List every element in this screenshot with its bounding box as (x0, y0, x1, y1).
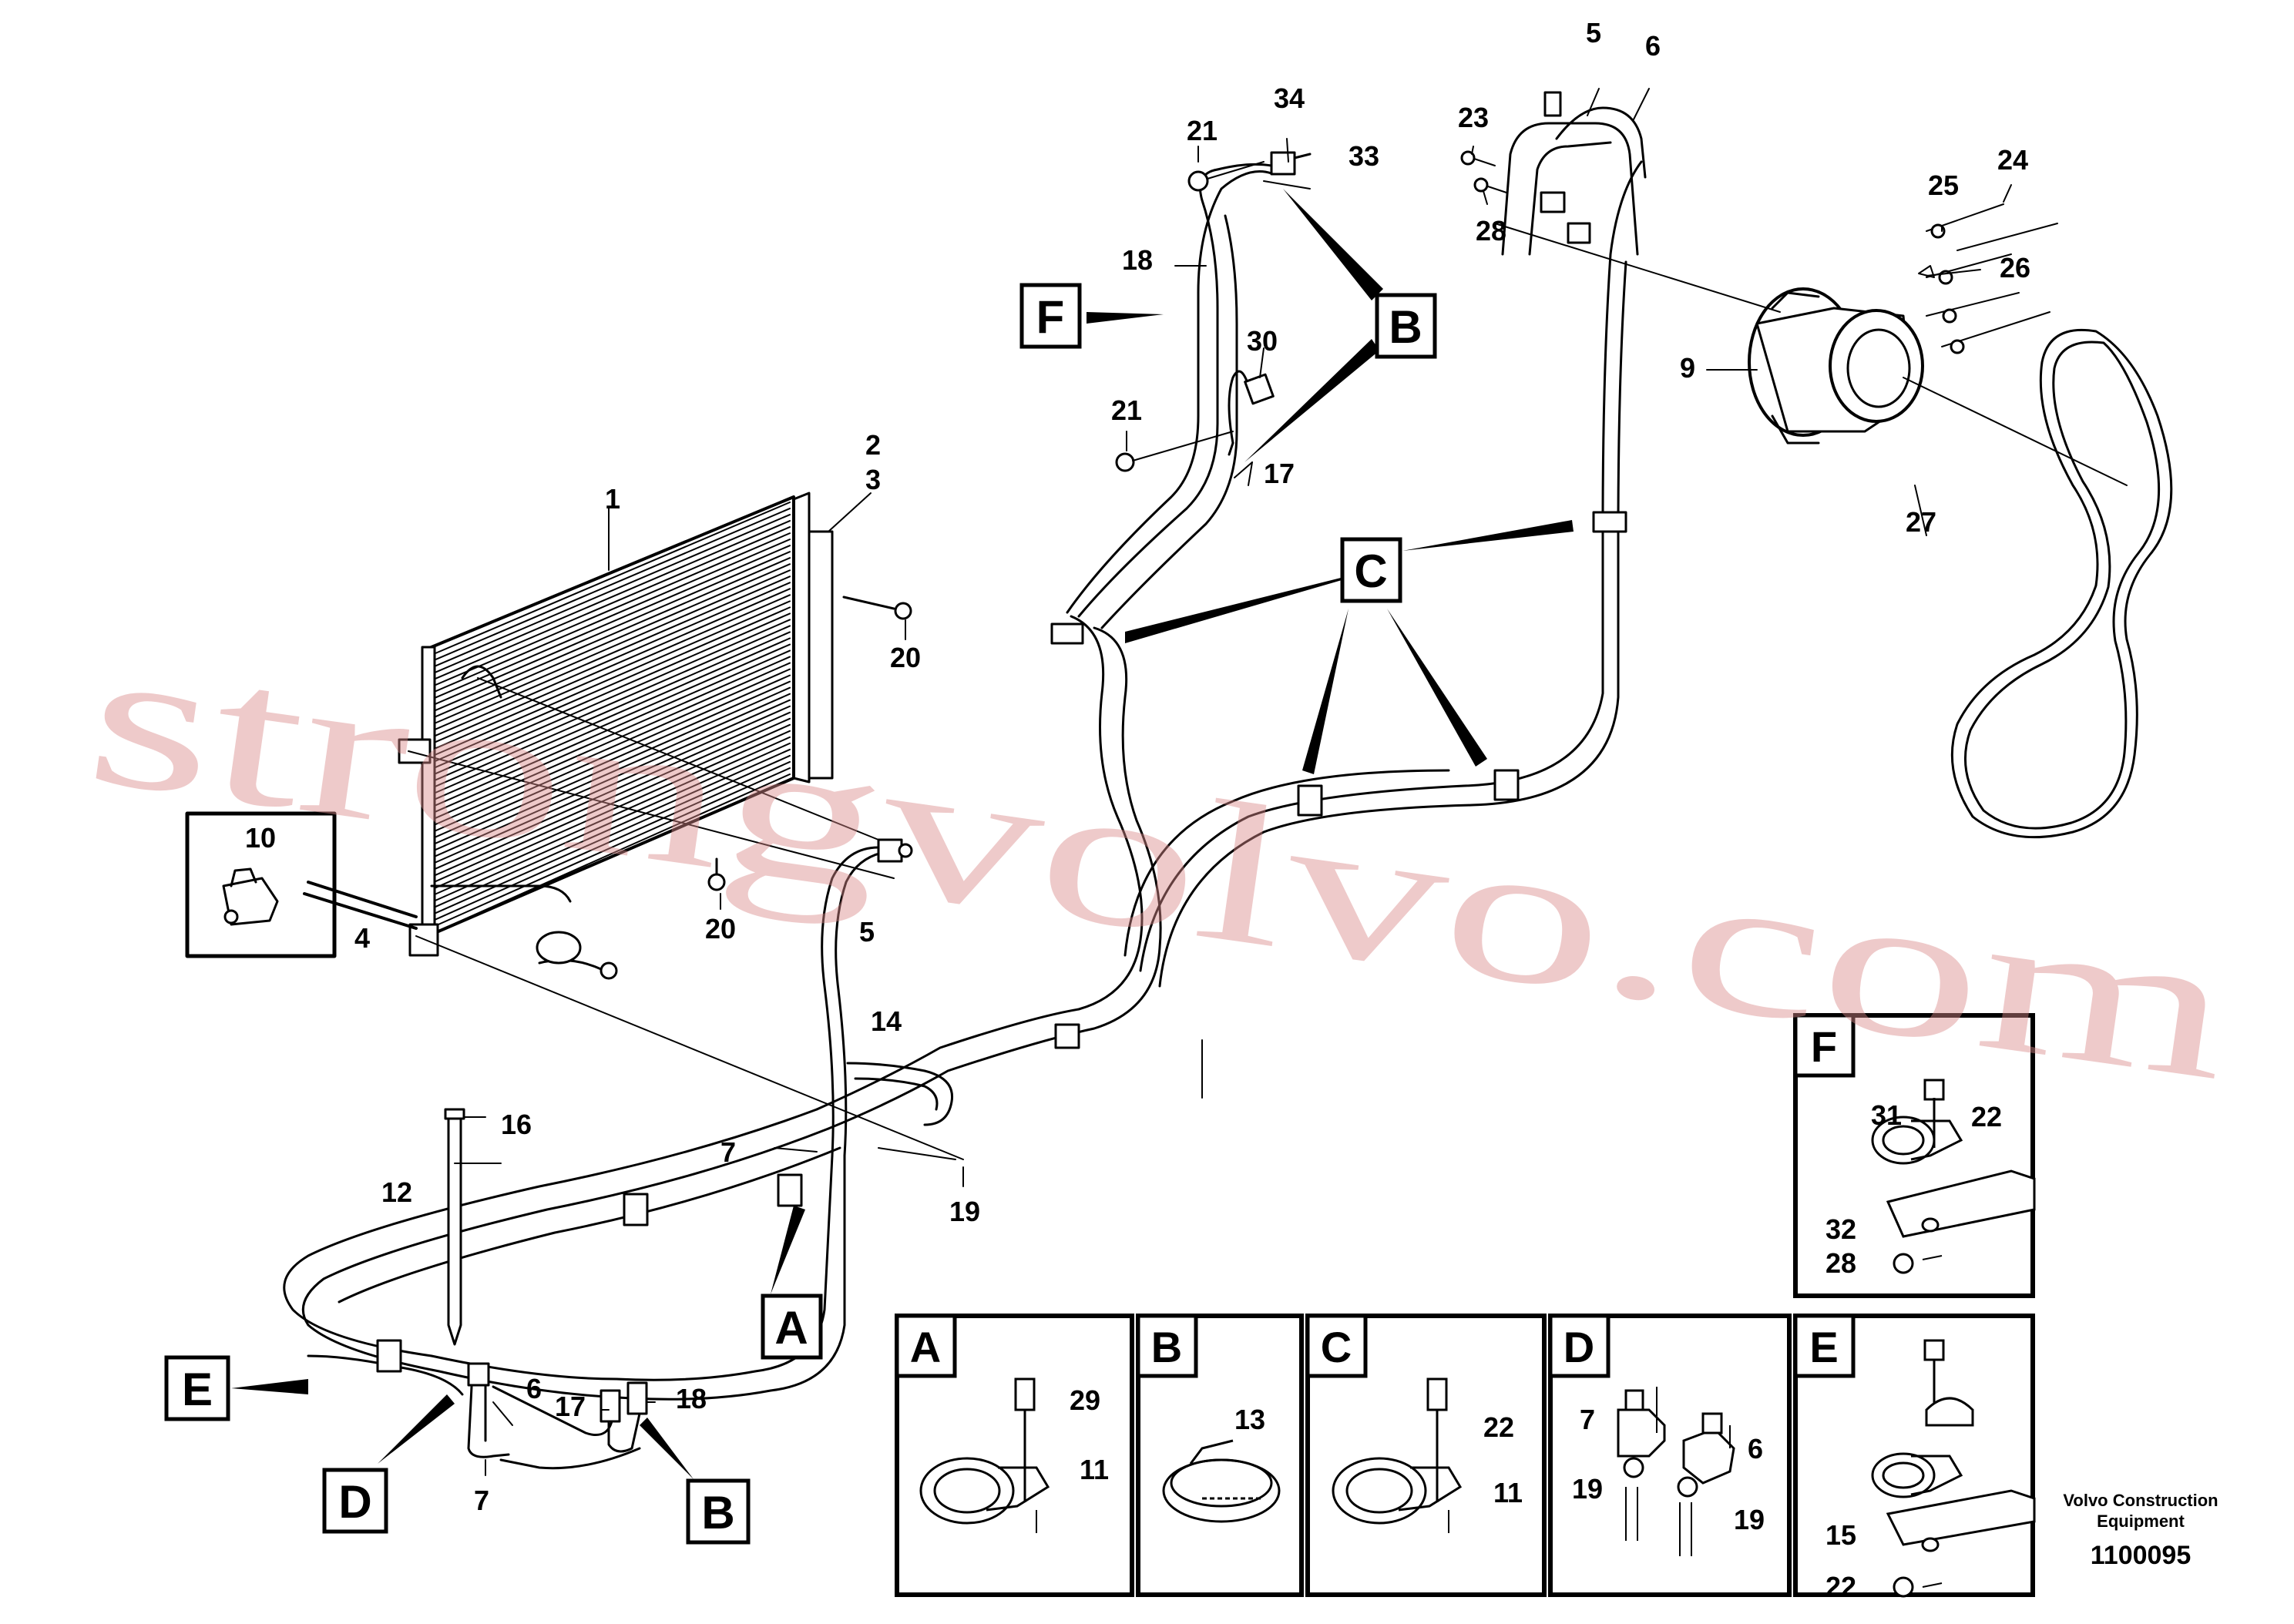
detail-panel-e (1793, 1314, 2036, 1598)
callout-7-bottom: 7 (474, 1485, 489, 1516)
detail-panel-c (1305, 1314, 1547, 1597)
ref-box-f: F (1019, 283, 1082, 349)
callout-2: 2 (865, 429, 881, 461)
callout-29: 29 (1070, 1384, 1100, 1416)
callout-3: 3 (865, 464, 881, 495)
watermark-text: strongvolvo.com (76, 602, 2244, 1122)
callout-1: 1 (605, 483, 620, 515)
callout-4: 4 (354, 922, 370, 954)
detail-panel-b (1136, 1314, 1304, 1597)
callout-5-lower: 5 (859, 916, 875, 948)
hose-bundle (283, 160, 1643, 1401)
callout-22-panel-c: 22 (1483, 1411, 1514, 1443)
detail-panel-c-letter: C (1321, 1323, 1352, 1371)
callout-17-top: 17 (1264, 458, 1295, 489)
callout-12: 12 (381, 1176, 412, 1208)
callout-7-panel-d: 7 (1580, 1404, 1595, 1435)
callout-27: 27 (1906, 506, 1936, 538)
callout-19-panel-d-left: 19 (1572, 1473, 1603, 1505)
ref-box-d-letter: D (338, 1476, 371, 1528)
ref-box-d: D (322, 1468, 388, 1534)
callout-18-top: 18 (1122, 244, 1153, 276)
callout-19-panel-d-right: 19 (1734, 1504, 1765, 1535)
ref-box-c-letter: C (1354, 545, 1387, 597)
credit-line-2: Equipment (2097, 1512, 2185, 1531)
ref-box-a: A (761, 1293, 823, 1360)
callout-30: 30 (1247, 325, 1278, 357)
callout-15: 15 (1825, 1519, 1856, 1551)
callout-28-panel-f: 28 (1825, 1247, 1856, 1279)
callout-9: 9 (1680, 352, 1695, 384)
callout-18-bottom: 18 (676, 1383, 707, 1414)
detail-panel-d-letter: D (1563, 1323, 1594, 1371)
callout-10: 10 (245, 822, 276, 854)
ref-box-e: E (164, 1355, 230, 1421)
callout-28: 28 (1476, 215, 1506, 247)
detail-panels (895, 1013, 2036, 1598)
callout-24: 24 (1997, 144, 2028, 176)
callout-17-bottom: 17 (555, 1391, 586, 1422)
credit-line-1: Volvo Construction (2063, 1491, 2218, 1510)
document-number: 1100095 (2091, 1541, 2192, 1570)
credit-block: Volvo Construction Equipment 1100095 (2063, 1491, 2218, 1570)
callout-23: 23 (1458, 102, 1489, 133)
callout-16: 16 (501, 1109, 532, 1140)
reference-boxes: F B C A E D B (164, 283, 1437, 1545)
detail-panel-letters: A B C D E F (910, 1022, 1839, 1371)
ref-box-b-top-letter: B (1389, 301, 1422, 353)
detail-panel-a (895, 1314, 1134, 1597)
detail-panel-f-letter: F (1811, 1022, 1837, 1071)
callout-11-panel-a: 11 (1080, 1454, 1109, 1485)
callout-14: 14 (871, 1005, 902, 1037)
callout-21-top: 21 (1187, 115, 1218, 146)
callout-11-panel-c: 11 (1493, 1477, 1523, 1508)
ref-box-b-bottom: B (686, 1478, 751, 1545)
callout-26: 26 (2000, 252, 2030, 284)
callout-7: 7 (720, 1136, 736, 1168)
callout-31: 31 (1871, 1099, 1902, 1131)
callout-6-top: 6 (1645, 30, 1661, 62)
detail-panel-d (1548, 1314, 1792, 1597)
callout-5: 5 (1586, 17, 1601, 49)
ref-box-c: C (1340, 537, 1402, 603)
callout-20-bottom: 20 (705, 913, 736, 945)
callout-numbers: 1 2 3 20 20 10 4 5 14 7 19 16 12 6 17 18… (245, 17, 2030, 1602)
detail-panel-b-letter: B (1151, 1323, 1182, 1371)
drive-belt (1950, 328, 2173, 839)
callout-20-top: 20 (890, 642, 921, 673)
compressor (1748, 287, 1924, 445)
callout-34: 34 (1274, 82, 1305, 114)
ref-box-e-letter: E (182, 1364, 213, 1415)
ref-box-f-letter: F (1036, 291, 1065, 343)
callout-32: 32 (1825, 1213, 1856, 1245)
callout-22-panel-e: 22 (1825, 1571, 1856, 1602)
callout-6: 6 (526, 1373, 542, 1404)
callout-6-panel-d: 6 (1748, 1433, 1763, 1465)
ref-box-b-bottom-letter: B (701, 1487, 734, 1538)
callout-21-mid: 21 (1111, 394, 1142, 426)
callout-33: 33 (1349, 140, 1379, 172)
callout-19: 19 (949, 1196, 980, 1227)
detail-panel-a-letter: A (910, 1323, 941, 1371)
callout-22-panel-f: 22 (1971, 1101, 2002, 1132)
callout-25: 25 (1928, 169, 1959, 201)
detail-panel-f (1793, 1013, 2036, 1298)
callout-13: 13 (1234, 1404, 1265, 1435)
ref-box-b-top: B (1375, 293, 1437, 359)
ref-box-a-letter: A (774, 1302, 808, 1354)
detail-panel-e-letter: E (1809, 1323, 1838, 1371)
